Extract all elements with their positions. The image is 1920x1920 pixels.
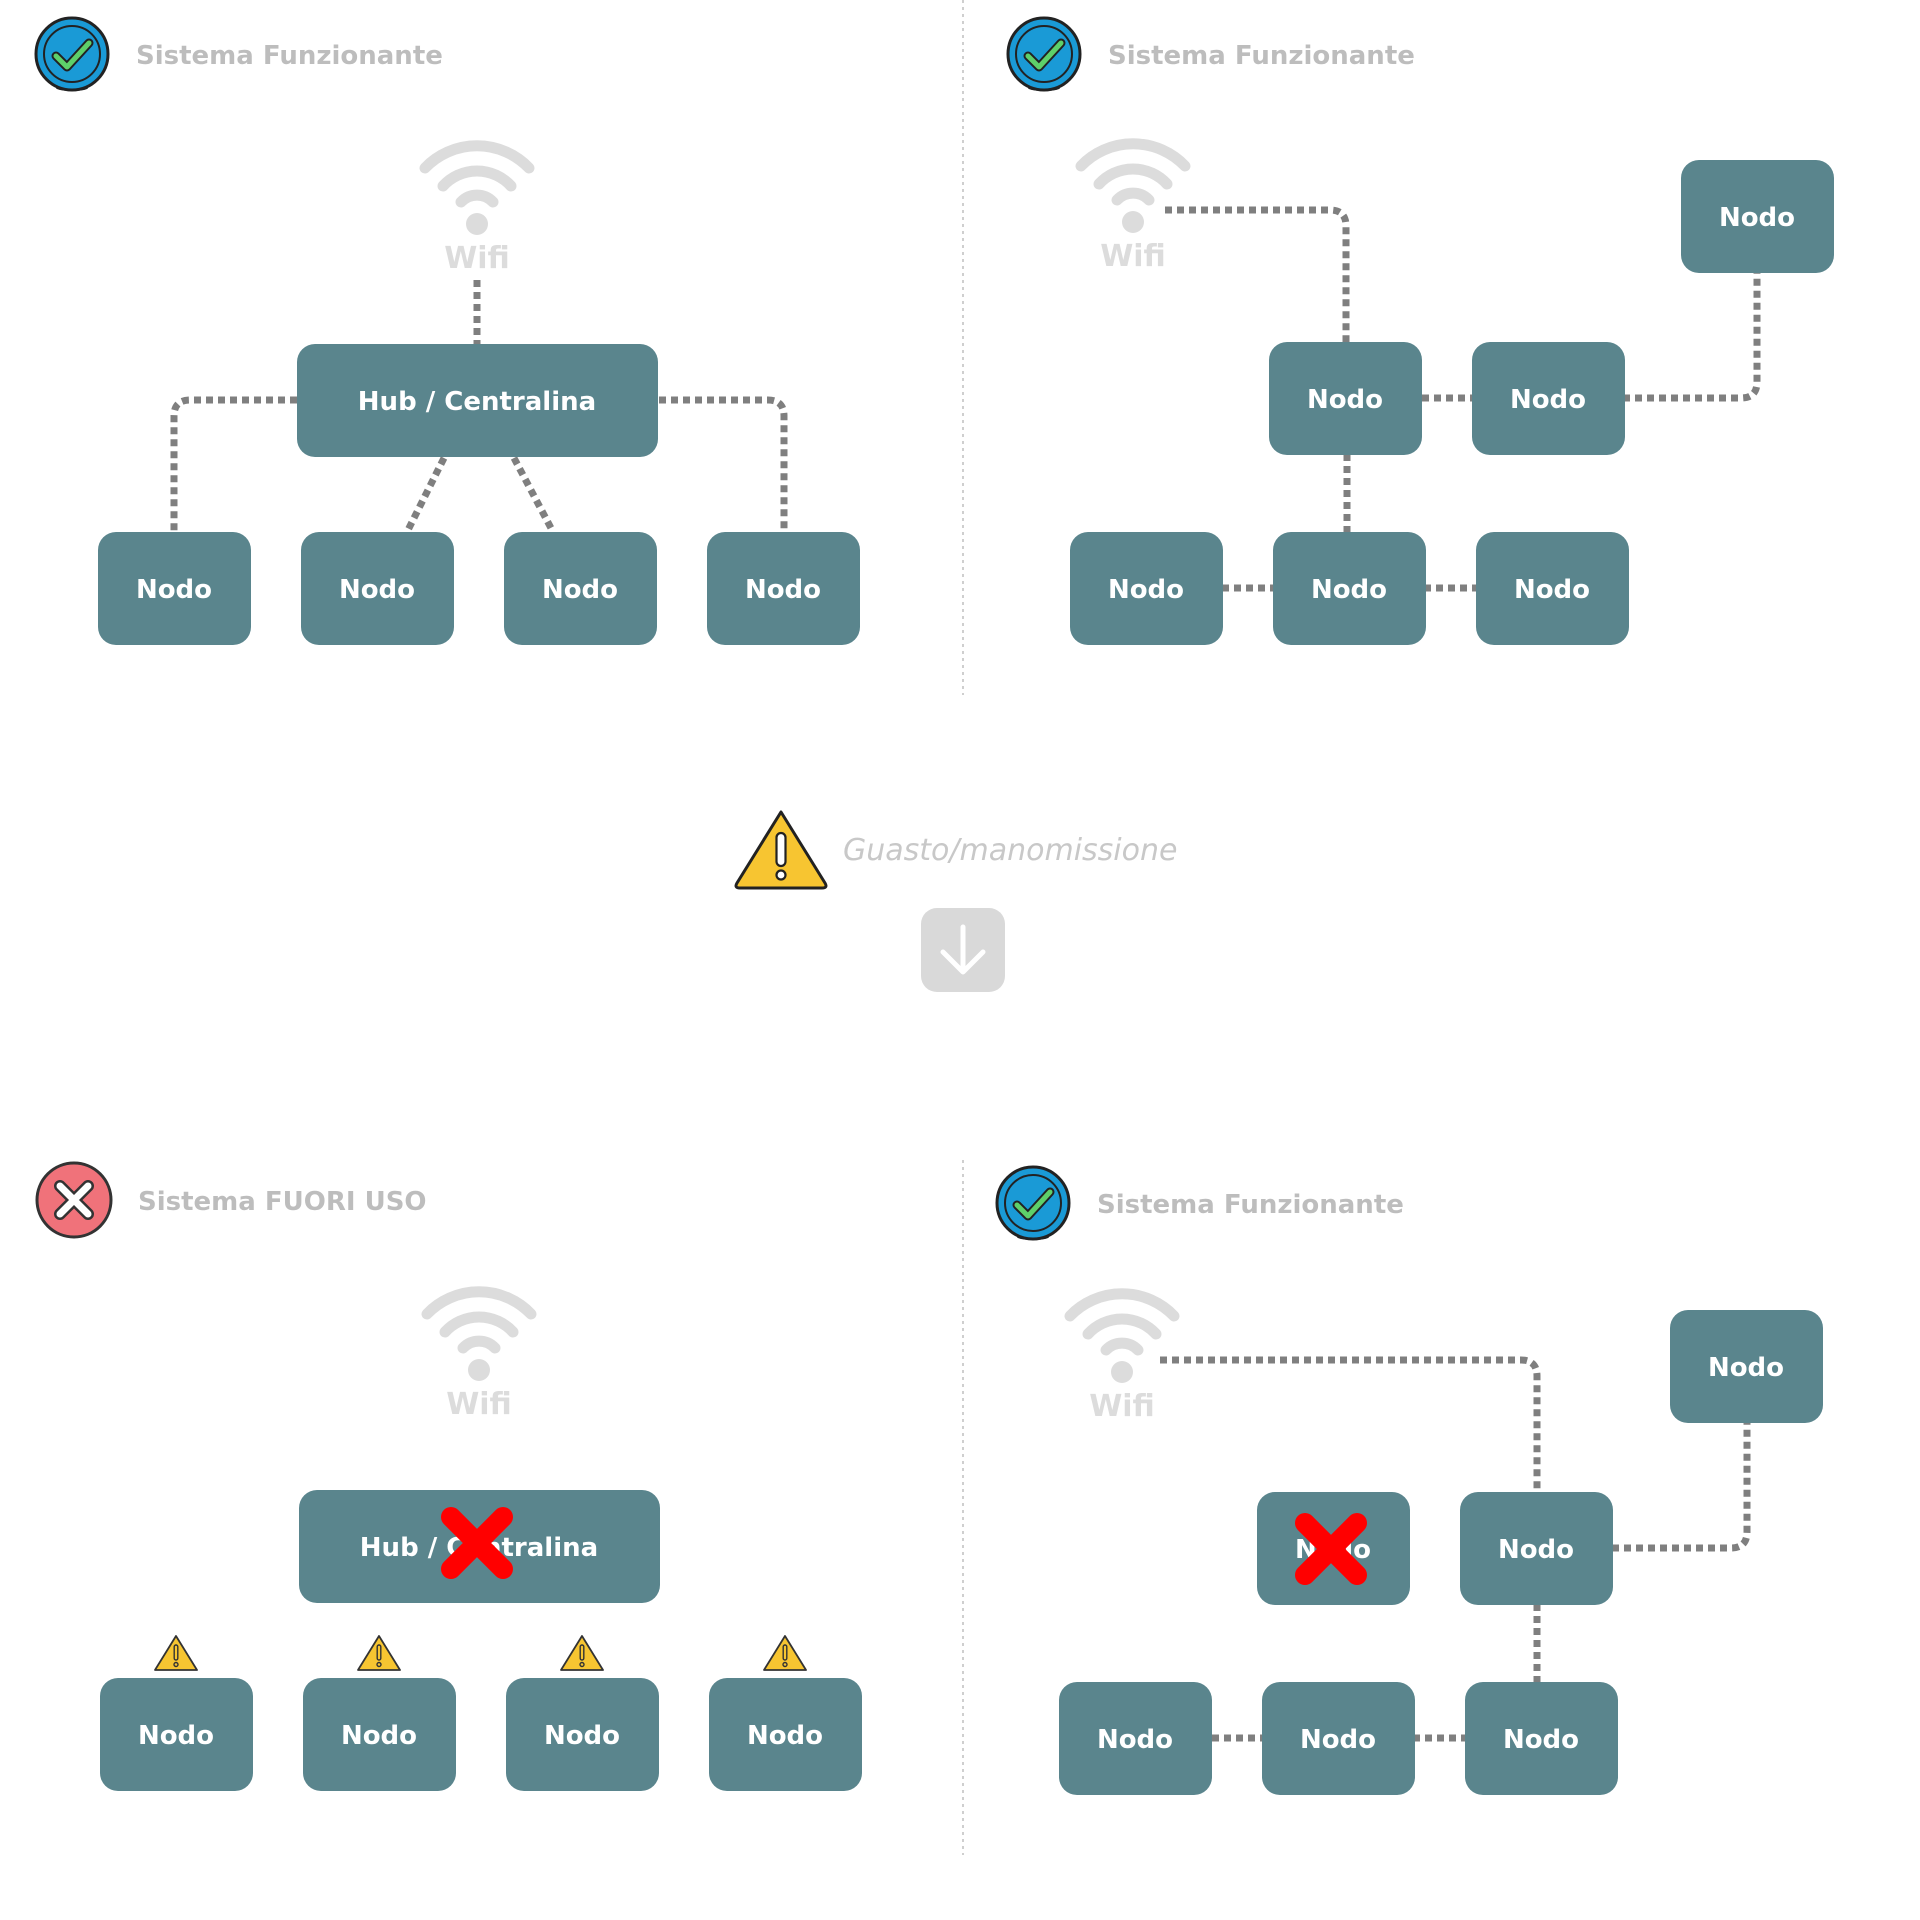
node-label: Nodo xyxy=(1097,1725,1173,1755)
node: Nodo xyxy=(1273,532,1426,645)
node: Nodo xyxy=(1269,342,1422,455)
node-label: Nodo xyxy=(544,1721,620,1751)
node: Nodo xyxy=(1472,342,1625,455)
node-label: Nodo xyxy=(1307,385,1383,415)
node-label: Nodo xyxy=(542,575,618,605)
panel-centralized-failed: Sistema FUORI USO Wifi Hub / Centralina … xyxy=(37,1163,862,1791)
links xyxy=(1165,206,1761,592)
warning-triangle-icon xyxy=(357,1635,401,1671)
node: Nodo xyxy=(1681,160,1834,273)
node-label: Nodo xyxy=(138,1721,214,1751)
wifi-label: Wifi xyxy=(444,241,510,276)
node-label: Nodo xyxy=(745,575,821,605)
node-label: Nodo xyxy=(1108,575,1184,605)
wifi-label: Wifi xyxy=(1100,239,1166,274)
node-label: Nodo xyxy=(1708,1353,1784,1383)
node-label: Nodo xyxy=(1300,1725,1376,1755)
node-label: Nodo xyxy=(1311,575,1387,605)
warning-triangle-icon xyxy=(734,810,828,890)
node: Nodo xyxy=(709,1678,862,1791)
node: Nodo xyxy=(707,532,860,645)
node: Nodo xyxy=(1465,1682,1618,1795)
check-badge-icon xyxy=(36,18,108,91)
node-label: Nodo xyxy=(747,1721,823,1751)
node: Nodo xyxy=(301,532,454,645)
node-label: Nodo xyxy=(1510,385,1586,415)
links xyxy=(1160,1356,1751,1742)
check-badge-icon xyxy=(997,1167,1069,1240)
node-label: Nodo xyxy=(1719,203,1795,233)
node: Nodo xyxy=(303,1678,456,1791)
status-label: Sistema FUORI USO xyxy=(138,1187,427,1217)
node: Nodo xyxy=(1670,1310,1823,1423)
wifi-icon xyxy=(427,1292,531,1381)
node-label: Nodo xyxy=(1498,1535,1574,1565)
node: Nodo xyxy=(1476,532,1629,645)
fault-label: Guasto/manomissione xyxy=(843,833,1177,868)
status-label: Sistema Funzionante xyxy=(1097,1190,1404,1220)
wifi-icon xyxy=(1081,144,1185,233)
fault-transition: Guasto/manomissione xyxy=(734,810,1177,992)
node: Nodo xyxy=(506,1678,659,1791)
status-label: Sistema Funzionante xyxy=(136,41,443,71)
node: Nodo xyxy=(504,532,657,645)
node: Nodo xyxy=(98,532,251,645)
panel-mesh-ok: Sistema Funzionante Wifi Nodo Nodo Nodo … xyxy=(1008,18,1834,645)
hub-label: Hub / Centralina xyxy=(358,387,596,417)
wifi-label: Wifi xyxy=(446,1387,512,1422)
node-label: Nodo xyxy=(341,1721,417,1751)
panel-mesh-recovered: Sistema Funzionante Wifi Nodo Nodo Nodo … xyxy=(997,1167,1823,1795)
check-badge-icon xyxy=(1008,18,1080,91)
wifi-label: Wifi xyxy=(1089,1389,1155,1424)
node-label: Nodo xyxy=(1503,1725,1579,1755)
node: Nodo xyxy=(1262,1682,1415,1795)
node-label: Nodo xyxy=(136,575,212,605)
links xyxy=(170,280,788,533)
node: Nodo xyxy=(1070,532,1223,645)
warning-triangle-icon xyxy=(763,1635,807,1671)
status-label: Sistema Funzionante xyxy=(1108,41,1415,71)
error-badge-icon xyxy=(37,1163,111,1237)
node-label: Nodo xyxy=(1514,575,1590,605)
node: Nodo xyxy=(1460,1492,1613,1605)
node: Nodo xyxy=(100,1678,253,1791)
wifi-icon xyxy=(425,146,529,235)
node: Nodo xyxy=(1059,1682,1212,1795)
arrow-down-icon xyxy=(921,908,1005,992)
warning-triangle-icon xyxy=(560,1635,604,1671)
wifi-icon xyxy=(1070,1294,1174,1383)
warning-triangle-icon xyxy=(154,1635,198,1671)
hub: Hub / Centralina xyxy=(297,344,658,457)
panel-centralized-ok: Sistema Funzionante Wifi Hub / Centralin… xyxy=(36,18,860,645)
node-label: Nodo xyxy=(339,575,415,605)
